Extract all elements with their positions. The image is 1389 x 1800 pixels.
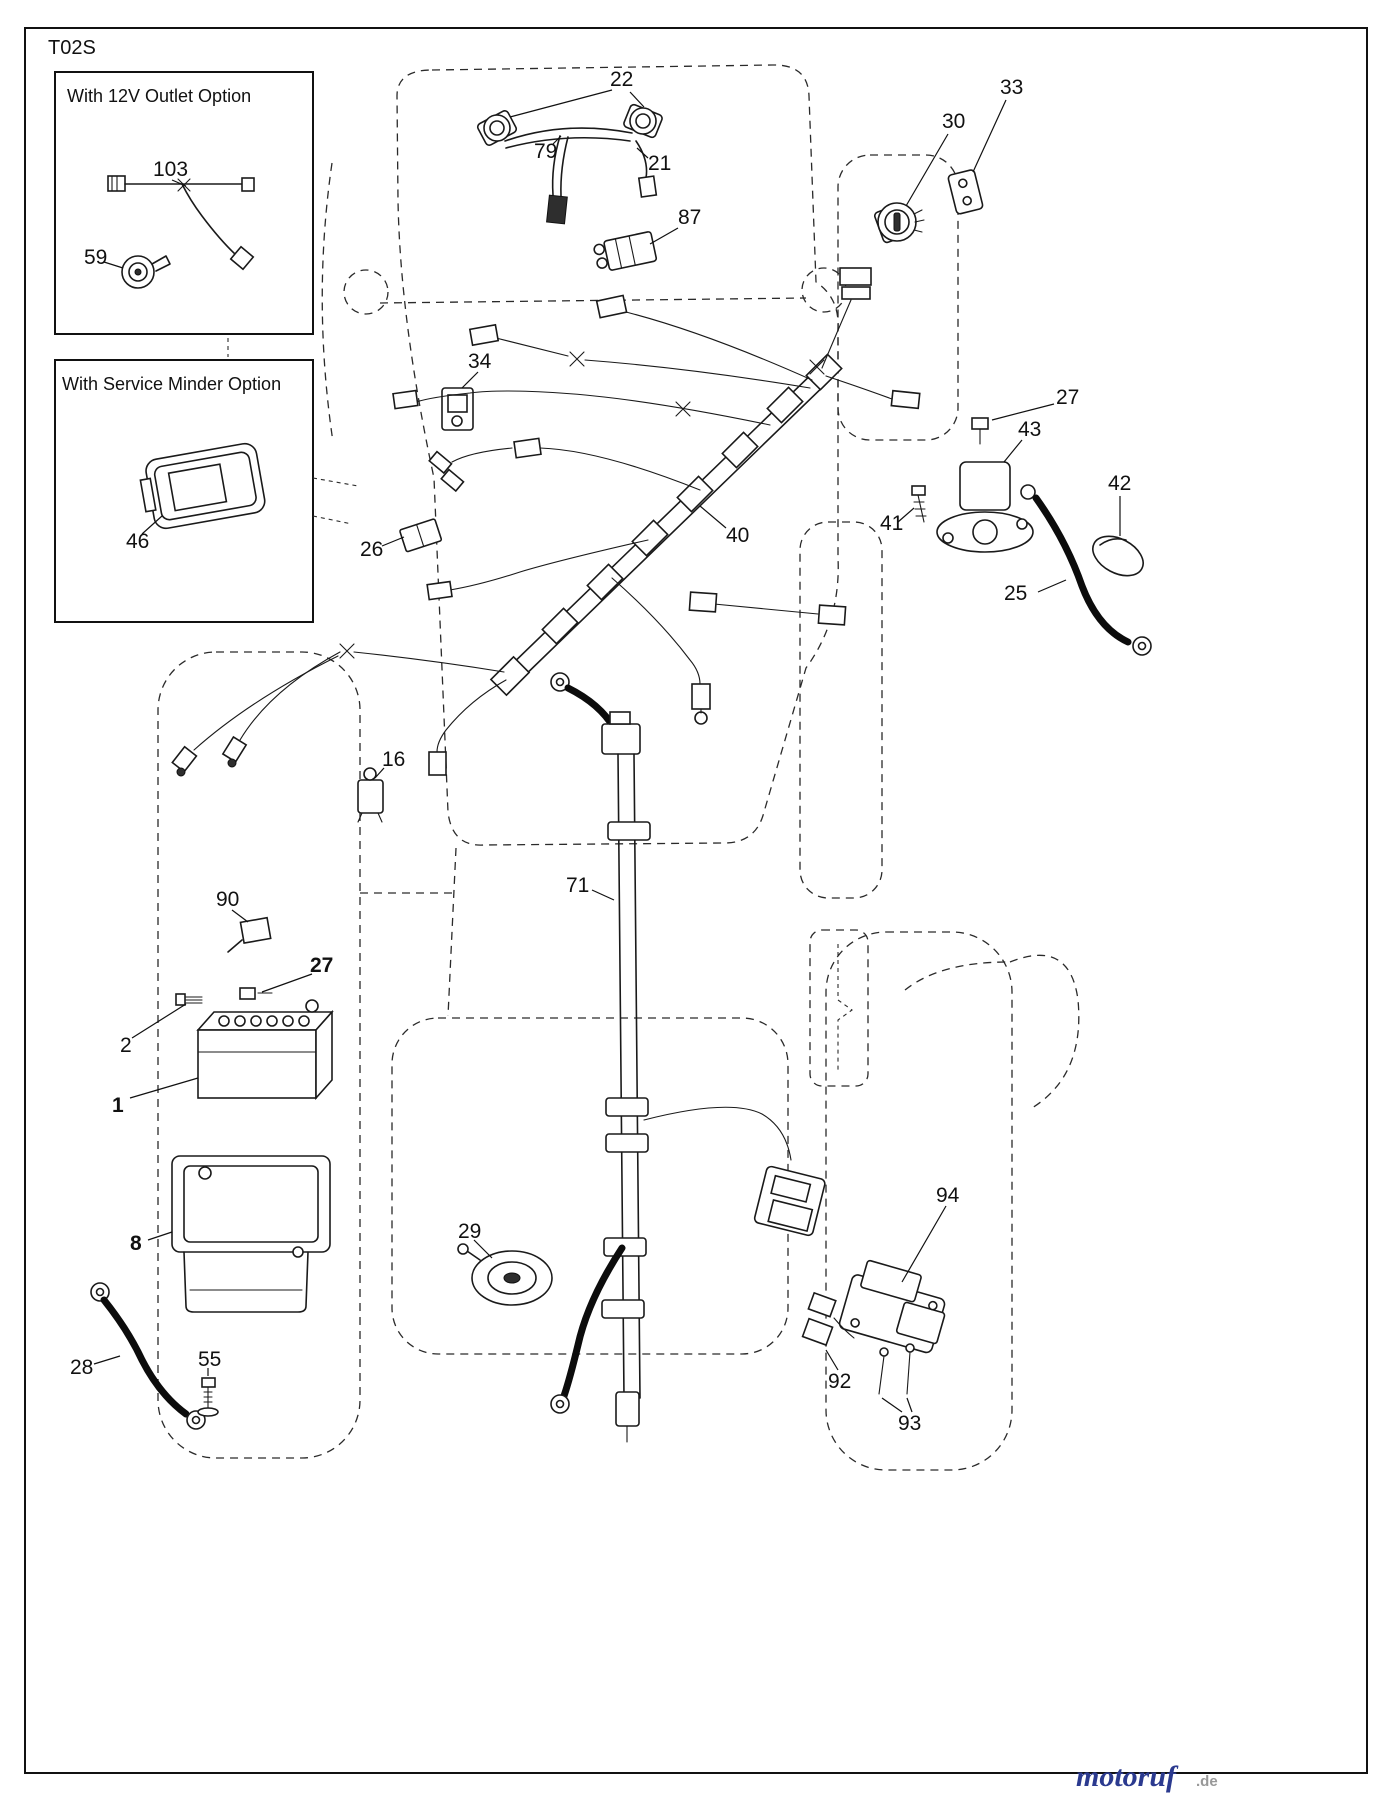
label-40: 40 xyxy=(726,524,749,547)
control-module: 94 xyxy=(838,1184,960,1354)
solenoid-assembly: 27 43 41 42 25 xyxy=(880,386,1152,656)
label-27-solenoid: 27 xyxy=(1056,386,1079,409)
label-29: 29 xyxy=(458,1220,481,1243)
label-8: 8 xyxy=(130,1232,142,1255)
inset2-link-line-a xyxy=(312,477,359,487)
watermark: motoruf .de xyxy=(1076,1760,1218,1793)
label-93: 93 xyxy=(898,1412,921,1435)
label-2: 2 xyxy=(120,1034,132,1057)
page-border xyxy=(24,27,1368,1774)
label-16: 16 xyxy=(382,748,405,771)
headlight-harness: 22 79 21 xyxy=(476,68,671,225)
watermark-brand: motoruf xyxy=(1076,1760,1179,1793)
battery-assembly: 27 2 1 xyxy=(112,954,334,1117)
label-55: 55 xyxy=(198,1348,221,1371)
outlet-socket-drawing: 59 xyxy=(84,246,171,289)
label-34: 34 xyxy=(468,350,492,373)
label-46: 46 xyxy=(126,530,149,553)
inset-service-title: With Service Minder Option xyxy=(62,374,281,394)
diagram-id: T02S xyxy=(48,37,96,59)
label-94: 94 xyxy=(936,1184,960,1207)
label-87: 87 xyxy=(678,206,701,229)
inset-service-minder: With Service Minder Option 46 xyxy=(54,359,314,623)
label-71: 71 xyxy=(566,874,589,897)
battery-box: 8 xyxy=(130,1155,331,1313)
main-harness: 40 xyxy=(171,267,921,777)
inset2-link-line-b xyxy=(312,515,353,525)
label-26: 26 xyxy=(360,538,383,561)
label-27-battery: 27 xyxy=(310,954,333,977)
label-92: 92 xyxy=(828,1370,851,1393)
ground-cable: 28 xyxy=(70,1282,206,1430)
switch-90: 90 xyxy=(216,888,272,953)
connector-92: 92 xyxy=(801,1291,855,1393)
label-25: 25 xyxy=(1004,582,1027,605)
label-28: 28 xyxy=(70,1356,93,1379)
label-43: 43 xyxy=(1018,418,1041,441)
label-79: 79 xyxy=(534,140,557,163)
inset-12v-title: With 12V Outlet Option xyxy=(67,86,251,106)
label-33: 33 xyxy=(1000,76,1023,99)
label-30: 30 xyxy=(942,110,965,133)
inset-12v-outlet: With 12V Outlet Option 103 59 xyxy=(54,71,314,335)
label-103: 103 xyxy=(153,158,188,181)
screw-55: 55 xyxy=(197,1348,221,1417)
switch-34: 34 xyxy=(441,350,492,431)
label-90: 90 xyxy=(216,888,239,911)
chassis-outlines xyxy=(157,64,1080,1471)
horn: 29 xyxy=(457,1220,553,1306)
ignition-switch: 30 xyxy=(874,110,965,244)
watermark-tld: .de xyxy=(1196,1773,1218,1790)
label-41: 41 xyxy=(880,512,903,535)
screws-93: 93 xyxy=(878,1343,921,1435)
label-22: 22 xyxy=(610,68,633,91)
battery-cable-conduit: 71 xyxy=(550,672,826,1443)
label-1: 1 xyxy=(112,1094,124,1117)
module-33: 33 xyxy=(947,76,1023,215)
label-42: 42 xyxy=(1108,472,1131,495)
plunger-switch: 16 xyxy=(357,748,405,823)
service-meter-drawing xyxy=(139,442,266,530)
interlock-connector: 87 xyxy=(593,206,701,271)
label-21: 21 xyxy=(648,152,671,175)
fuse-26: 26 xyxy=(360,518,443,561)
label-59: 59 xyxy=(84,246,107,269)
outlet-harness-drawing: 103 xyxy=(107,158,255,271)
